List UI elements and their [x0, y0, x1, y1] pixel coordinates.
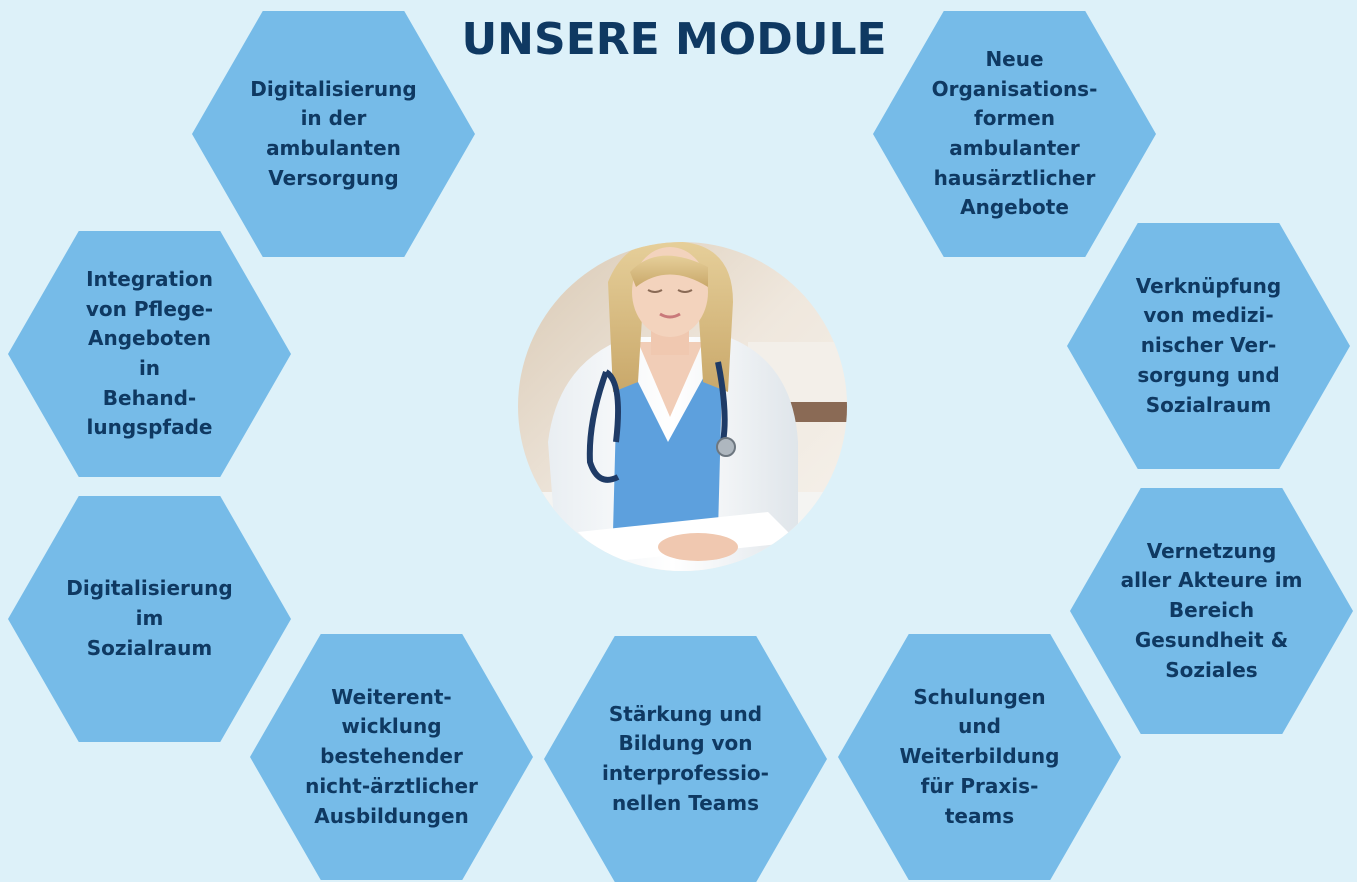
module-label: Vernetzung aller Akteure im Bereich Gesu… [1120, 538, 1303, 682]
page-title: UNSERE MODULE [461, 14, 887, 65]
doctor-illustration-icon [518, 242, 847, 571]
module-hexagon-digitalisierung-ambulant: Digitalisierung in der ambulanten Versor… [192, 11, 475, 257]
doctor-photo [518, 242, 847, 571]
module-hexagon-schulungen: Schulungen und Weiterbildung für Praxis-… [838, 634, 1121, 880]
module-hexagon-weiterentwicklung: Weiterent- wicklung bestehender nicht-är… [250, 634, 533, 880]
module-label: Schulungen und Weiterbildung für Praxis-… [899, 684, 1060, 828]
module-hexagon-organisationsformen: Neue Organisations- formen ambulanter ha… [873, 11, 1156, 257]
module-label: Stärkung und Bildung von interprofessio-… [602, 701, 769, 815]
module-hexagon-vernetzung: Vernetzung aller Akteure im Bereich Gesu… [1070, 488, 1353, 734]
module-label: Neue Organisations- formen ambulanter ha… [931, 46, 1098, 220]
module-label: Digitalisierung im Sozialraum [66, 576, 233, 660]
module-label: Weiterent- wicklung bestehender nicht-är… [305, 684, 478, 828]
module-label: Verknüpfung von medizi- nischer Ver- sor… [1135, 273, 1282, 417]
module-label: Digitalisierung in der ambulanten Versor… [250, 76, 417, 190]
module-hexagon-digitalisierung-sozialraum: Digitalisierung im Sozialraum [8, 496, 291, 742]
module-hexagon-pflege-integration: Integration von Pflege- Angeboten in Beh… [8, 231, 291, 477]
module-hexagon-verknuepfung-sozialraum: Verknüpfung von medizi- nischer Ver- sor… [1067, 223, 1350, 469]
module-hexagon-teams: Stärkung und Bildung von interprofessio-… [544, 636, 827, 882]
module-label: Integration von Pflege- Angeboten in Beh… [85, 266, 214, 440]
